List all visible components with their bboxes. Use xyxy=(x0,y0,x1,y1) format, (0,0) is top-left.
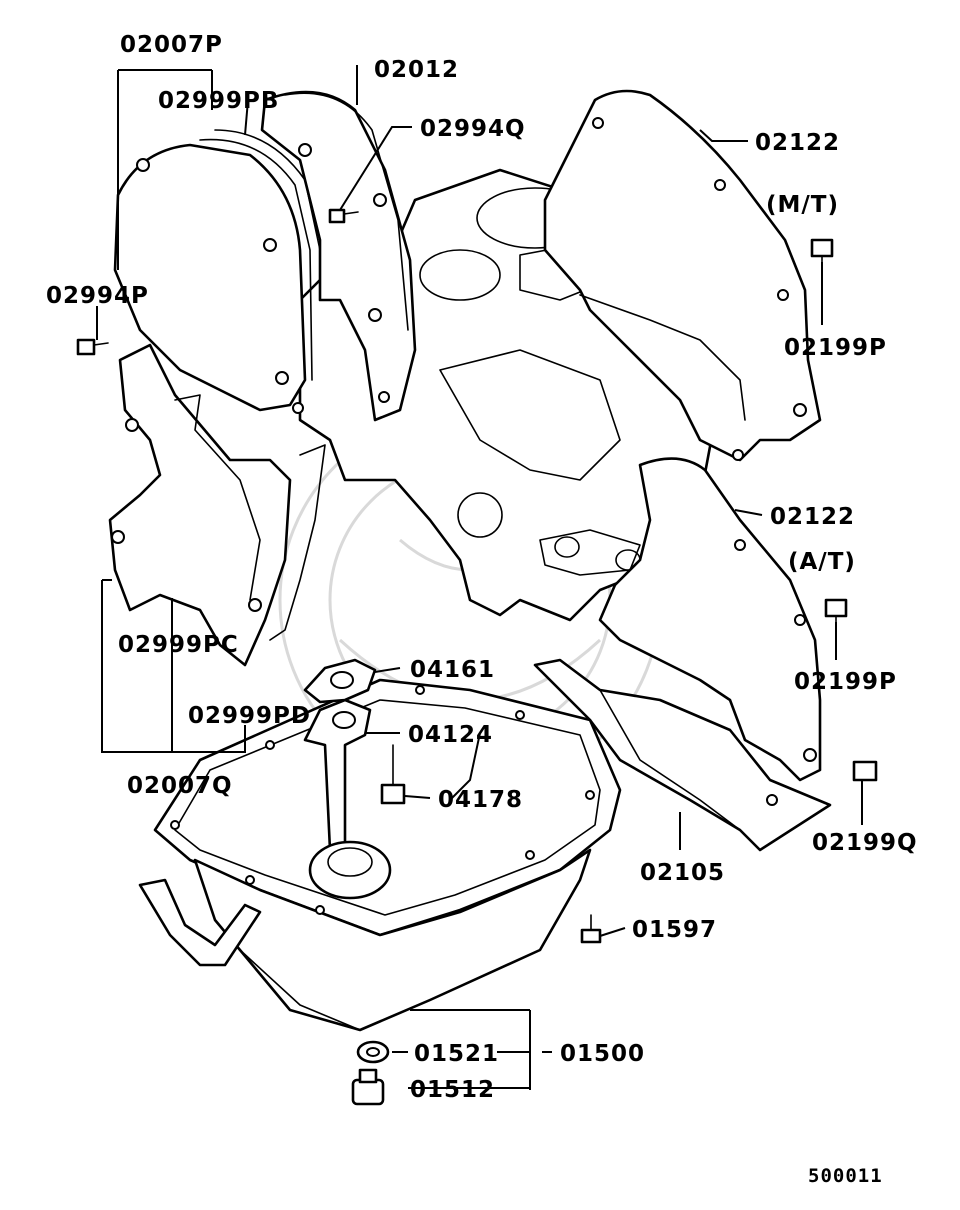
bolt-02199Q-icon xyxy=(852,760,878,782)
label-02012: 02012 xyxy=(374,57,459,83)
label-04124: 04124 xyxy=(408,722,493,748)
bolt-01597-icon xyxy=(580,914,602,944)
label-02999PD: 02999PD xyxy=(188,703,311,729)
timing-belt-cover-lower xyxy=(108,343,326,667)
drain-plug-01512-icon xyxy=(351,1068,385,1106)
label-04178: 04178 xyxy=(438,787,523,813)
label-mt: (M/T) xyxy=(766,192,839,218)
bolt-02994P-icon xyxy=(76,338,109,356)
label-01500: 01500 xyxy=(560,1041,645,1067)
oil-strainer xyxy=(303,698,392,900)
strainer-gasket xyxy=(303,658,377,704)
bolt-02994Q-icon xyxy=(328,208,359,224)
label-02199P-at: 02199P xyxy=(794,669,897,695)
washer-01521-icon xyxy=(356,1040,390,1064)
bell-housing-cover xyxy=(533,658,832,852)
label-01521: 01521 xyxy=(414,1041,499,1067)
label-02105: 02105 xyxy=(640,860,725,886)
label-02122-at: 02122 xyxy=(770,504,855,530)
label-02007P: 02007P xyxy=(120,32,223,58)
bolt-02199P-mt-icon xyxy=(810,238,834,263)
label-02007Q: 02007Q xyxy=(127,773,233,799)
label-02199P-mt: 02199P xyxy=(784,335,887,361)
rear-plate-mt xyxy=(543,89,822,462)
label-02994P: 02994P xyxy=(46,283,149,309)
label-01512: 01512 xyxy=(410,1077,495,1103)
bolt-04178-icon xyxy=(380,744,406,805)
label-02999PC: 02999PC xyxy=(118,632,239,658)
bolt-02199P-at-icon xyxy=(824,598,848,623)
label-01597: 01597 xyxy=(632,917,717,943)
diagram-code: 500011 xyxy=(808,1165,883,1187)
oil-pan xyxy=(153,678,622,1032)
dipstick-tube xyxy=(138,878,262,967)
timing-belt-rear-cover xyxy=(260,90,417,422)
label-04161: 04161 xyxy=(410,657,495,683)
rear-plate-at xyxy=(598,457,822,782)
label-02122-mt: 02122 xyxy=(755,130,840,156)
leader-lines xyxy=(96,65,863,1090)
label-at: (A/T) xyxy=(788,549,856,575)
label-02199Q: 02199Q xyxy=(812,830,918,856)
label-02994Q: 02994Q xyxy=(420,116,526,142)
label-02999PB: 02999PB xyxy=(158,88,279,114)
timing-belt-cover-upper xyxy=(113,129,321,414)
